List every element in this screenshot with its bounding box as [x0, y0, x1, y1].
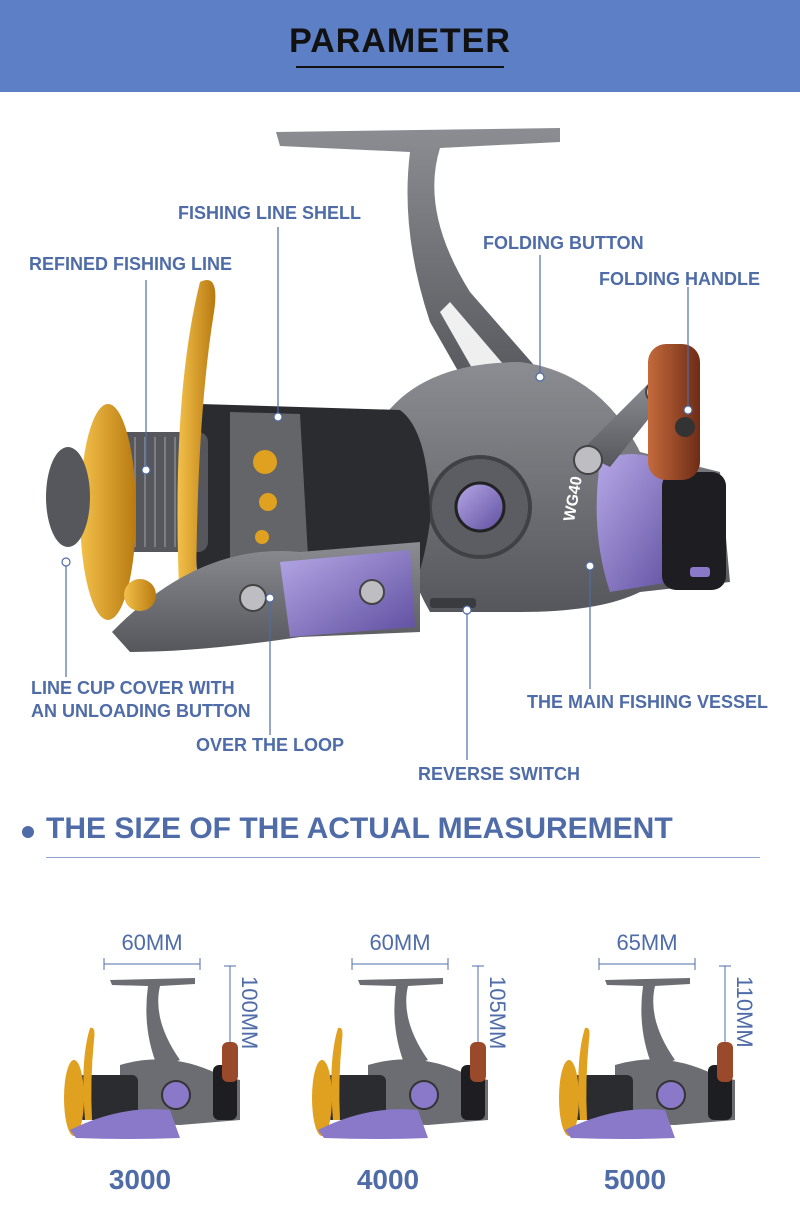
callout-leaders: [61, 227, 693, 760]
reel-thumb: [559, 958, 735, 1139]
reel-spool-cup: [80, 404, 136, 620]
height-label: 110MM: [732, 976, 757, 1048]
reel-bail-wire: [177, 280, 216, 612]
callout-line-cup-cover-2: AN UNLOADING BUTTON: [31, 701, 251, 721]
callout-folding-button: FOLDING BUTTON: [483, 233, 644, 253]
header-banner: [0, 0, 800, 92]
size-card-3000: 60MM 100MM 3000: [30, 900, 290, 1200]
page-title: PARAMETER: [289, 22, 511, 60]
reel-thumb: [312, 958, 488, 1139]
reel-foot: [276, 128, 560, 392]
section-rule: [46, 857, 760, 858]
height-label: 100MM: [237, 976, 262, 1050]
point-fishing-line-shell: [273, 412, 283, 422]
point-reverse-switch: [462, 605, 472, 615]
width-label: 60MM: [369, 930, 431, 955]
width-label: 65MM: [616, 930, 678, 955]
model-label: 5000: [603, 1164, 667, 1195]
reel-wood-knob: [648, 344, 700, 480]
callout-line-cup-cover-1: LINE CUP COVER WITH: [31, 678, 235, 698]
model-label: 4000: [356, 1164, 420, 1195]
section-bullet: [22, 826, 34, 838]
callout-main-fishing-vessel: THE MAIN FISHING VESSEL: [527, 692, 769, 712]
width-label: 60MM: [121, 930, 183, 955]
reel-handle-arm: [580, 382, 670, 467]
point-refined-line: [141, 465, 151, 475]
size-card-5000: 65MM 110MM 5000: [525, 900, 785, 1200]
callout-over-the-loop: OVER THE LOOP: [196, 735, 345, 755]
reel-end-cap: [662, 472, 726, 590]
reel-thumb: [64, 958, 240, 1139]
point-over-loop: [265, 593, 275, 603]
reel-purple-cover: [596, 454, 680, 592]
callout-reverse-switch: REVERSE SWITCH: [418, 764, 581, 784]
title-underline: [296, 66, 504, 68]
point-folding-button: [535, 372, 545, 382]
callout-refined-fishing-line: REFINED FISHING LINE: [29, 254, 233, 274]
point-main-vessel: [585, 561, 595, 571]
size-card-4000: 60MM 105MM 4000: [278, 900, 538, 1200]
callout-folding-handle: FOLDING HANDLE: [599, 269, 760, 289]
reel-reverse-switch: [430, 598, 476, 608]
model-label: 3000: [108, 1164, 172, 1195]
reel-stem-window: [440, 302, 510, 382]
point-folding-handle: [683, 405, 693, 415]
height-label: 105MM: [485, 976, 510, 1050]
point-line-cup: [61, 557, 71, 567]
reel-diagram: WG40: [46, 128, 730, 760]
callout-fishing-line-shell: FISHING LINE SHELL: [178, 203, 362, 223]
reel-bail-plate: [280, 550, 415, 637]
section-title: THE SIZE OF THE ACTUAL MEASUREMENT: [46, 812, 673, 845]
